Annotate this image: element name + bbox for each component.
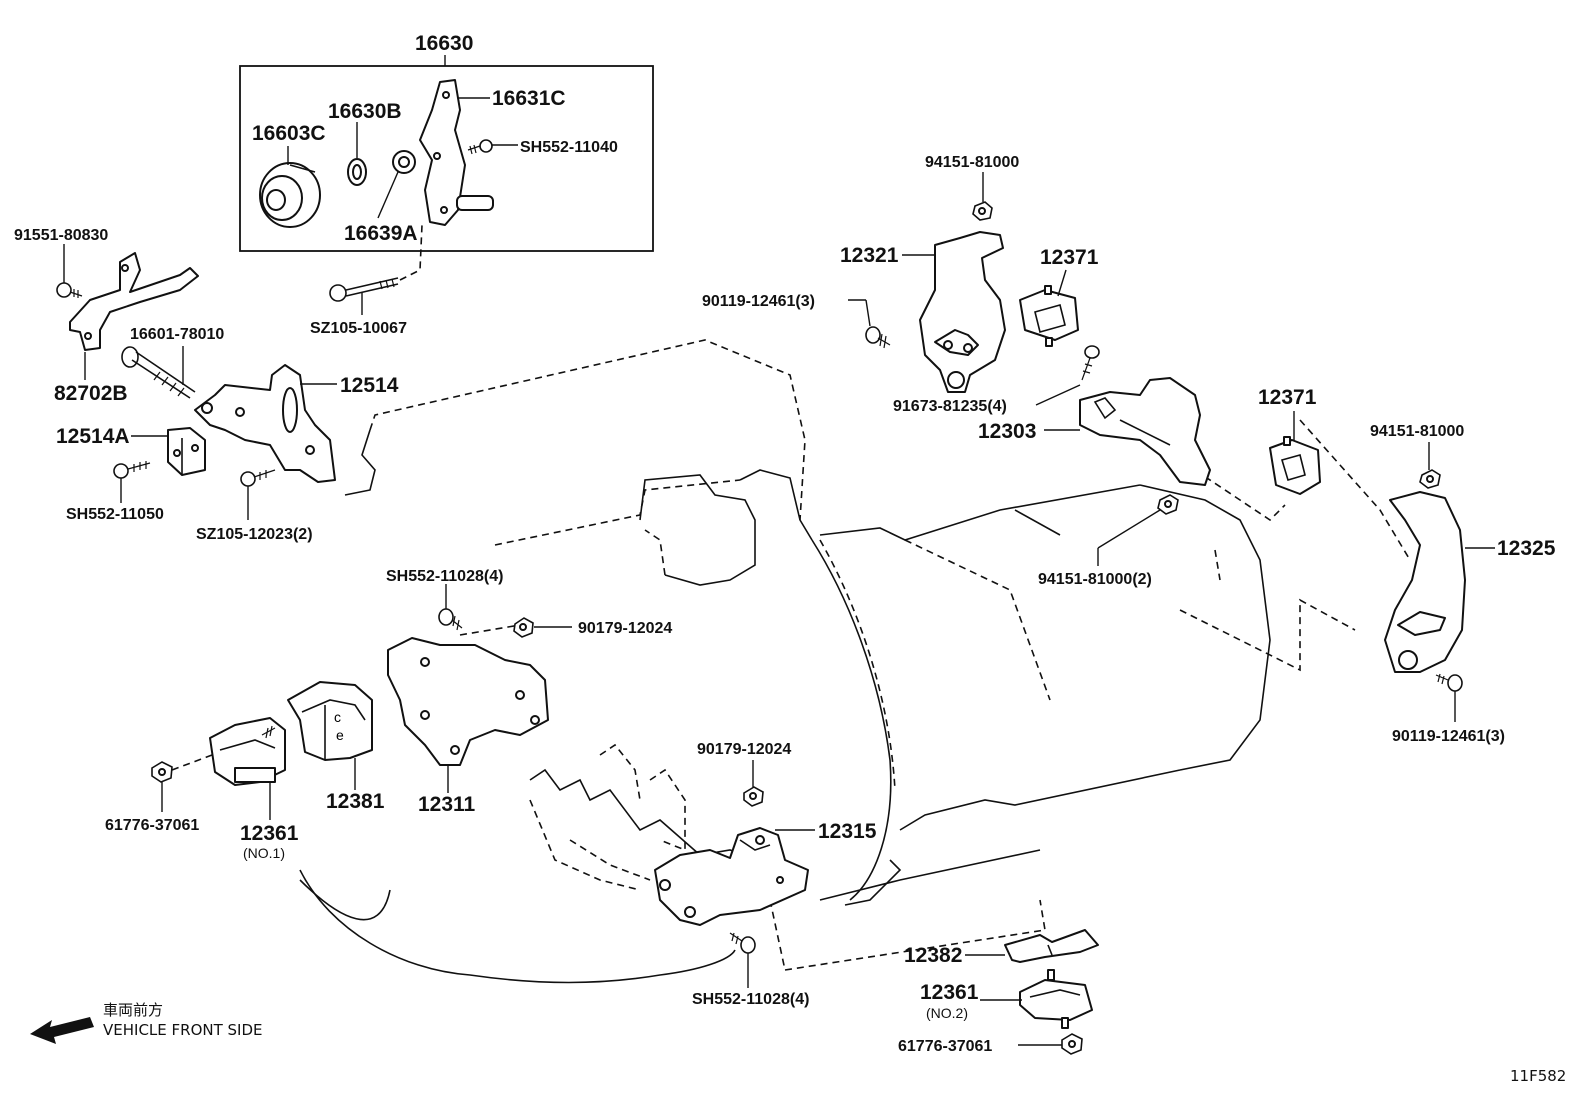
arrow-left-icon xyxy=(30,1017,94,1044)
label-12361-no1: 12361 xyxy=(240,822,299,845)
label-12361-no2-sub: (NO.2) xyxy=(926,1005,968,1021)
idler-bracket-16631C xyxy=(419,79,494,226)
label-90179-12024-mid: 90179-12024 xyxy=(697,741,791,758)
bracket-12315 xyxy=(569,827,815,926)
bolt-90119-12461-right xyxy=(1435,673,1463,722)
label-16603C: 16603C xyxy=(252,122,326,145)
nut-90179-12024-mid xyxy=(743,760,764,807)
nut-61776-37061-right xyxy=(1018,1033,1083,1055)
nut-94151-81000-top xyxy=(972,172,993,221)
nut-61776-37061-left xyxy=(151,754,213,812)
bracket-12311 xyxy=(387,637,549,793)
plate-12382 xyxy=(965,929,1099,963)
label-16639A: 16639A xyxy=(344,222,418,245)
label-91551-80830: 91551-80830 xyxy=(14,227,108,244)
bolt-SH552-11040 xyxy=(467,139,518,155)
label-61776-37061-left: 61776-37061 xyxy=(105,817,199,834)
label-94151-81000-top: 94151-81000 xyxy=(925,154,1019,171)
label-16601-78010: 16601-78010 xyxy=(130,326,224,343)
direction-note-en: VEHICLE FRONT SIDE xyxy=(103,1021,263,1039)
transmission-housing-outline xyxy=(299,339,1411,984)
label-SH552-11050: SH552-11050 xyxy=(66,506,164,523)
bolt-90119-12461-left xyxy=(848,299,891,349)
label-12382: 12382 xyxy=(904,944,962,967)
label-12325: 12325 xyxy=(1497,537,1556,560)
label-12514A: 12514A xyxy=(56,425,130,448)
label-16631C: 16631C xyxy=(492,87,566,110)
label-12311: 12311 xyxy=(418,793,476,816)
label-90119-12461-right: 90119-12461(3) xyxy=(1392,728,1505,745)
label-12514: 12514 xyxy=(340,374,399,397)
label-12303: 12303 xyxy=(978,420,1036,443)
label-12371-top: 12371 xyxy=(1040,246,1099,269)
bolt-SH552-11028-top xyxy=(438,584,521,636)
nut-94151-81000-mid xyxy=(1097,494,1179,566)
label-94151-81000-mid: 94151-81000(2) xyxy=(1038,571,1152,588)
bracket-82702B xyxy=(69,252,199,380)
bolt-16601-78010 xyxy=(121,346,196,399)
spacer-12514A xyxy=(131,427,206,476)
label-12381: 12381 xyxy=(326,790,385,813)
mount-12361-no2 xyxy=(980,969,1093,1029)
vehicle-front-direction: 車両前方 VEHICLE FRONT SIDE xyxy=(30,1001,263,1044)
bolt-SZ105-12023 xyxy=(240,469,276,520)
mount-12371-right xyxy=(1269,411,1321,495)
label-12361-no2: 12361 xyxy=(920,981,979,1004)
label-90119-12461-left: 90119-12461(3) xyxy=(702,293,815,310)
bolt-SH552-11050 xyxy=(113,461,151,503)
bolt-SZ105-10067 xyxy=(329,224,423,315)
bolt-SH552-11028-bottom xyxy=(729,932,756,988)
label-16630: 16630 xyxy=(415,32,473,55)
bracket-12325 xyxy=(1384,491,1495,673)
label-SH552-11028-top: SH552-11028(4) xyxy=(386,568,503,585)
label-SZ105-10067: SZ105-10067 xyxy=(310,320,407,337)
mount-12361-no1 xyxy=(209,717,286,820)
assembly-16630-box xyxy=(239,55,654,252)
label-82702B: 82702B xyxy=(54,382,128,405)
label-12315: 12315 xyxy=(818,820,877,843)
label-SH552-11040: SH552-11040 xyxy=(520,139,618,156)
label-61776-37061-right: 61776-37061 xyxy=(898,1038,992,1055)
bracket-12303 xyxy=(1044,377,1211,486)
direction-note-jp: 車両前方 xyxy=(103,1001,163,1019)
figure-code: 11F582 xyxy=(1510,1067,1566,1085)
bolt-91673-81235 xyxy=(1035,345,1100,406)
bracket-12514 xyxy=(194,364,337,483)
label-SZ105-12023: SZ105-12023(2) xyxy=(196,526,313,543)
callout-labels: 16630 16631C SH552-11040 16630B 16603C 1… xyxy=(14,32,1556,1055)
label-12321: 12321 xyxy=(840,244,899,267)
label-12361-no1-sub: (NO.1) xyxy=(243,845,285,861)
bracket-12321 xyxy=(902,231,1006,393)
label-91673-81235: 91673-81235(4) xyxy=(893,398,1007,415)
nut-94151-81000-right xyxy=(1419,442,1441,489)
insulator-12381: c e xyxy=(287,681,373,790)
svg-text:c: c xyxy=(334,709,341,725)
bolt-91551-80830 xyxy=(56,244,83,298)
collar-16639A xyxy=(377,150,416,219)
label-90179-12024-top: 90179-12024 xyxy=(578,620,672,637)
mount-12371-top xyxy=(1019,269,1079,347)
label-94151-81000-right: 94151-81000 xyxy=(1370,423,1464,440)
washer-16630B xyxy=(347,122,367,186)
label-12371-right: 12371 xyxy=(1258,386,1317,409)
label-SH552-11028-bottom: SH552-11028(4) xyxy=(692,991,809,1008)
label-16630B: 16630B xyxy=(328,100,402,123)
nut-90179-12024-top xyxy=(513,617,572,638)
pulley-16603C xyxy=(259,146,321,228)
svg-text:e: e xyxy=(336,727,344,743)
